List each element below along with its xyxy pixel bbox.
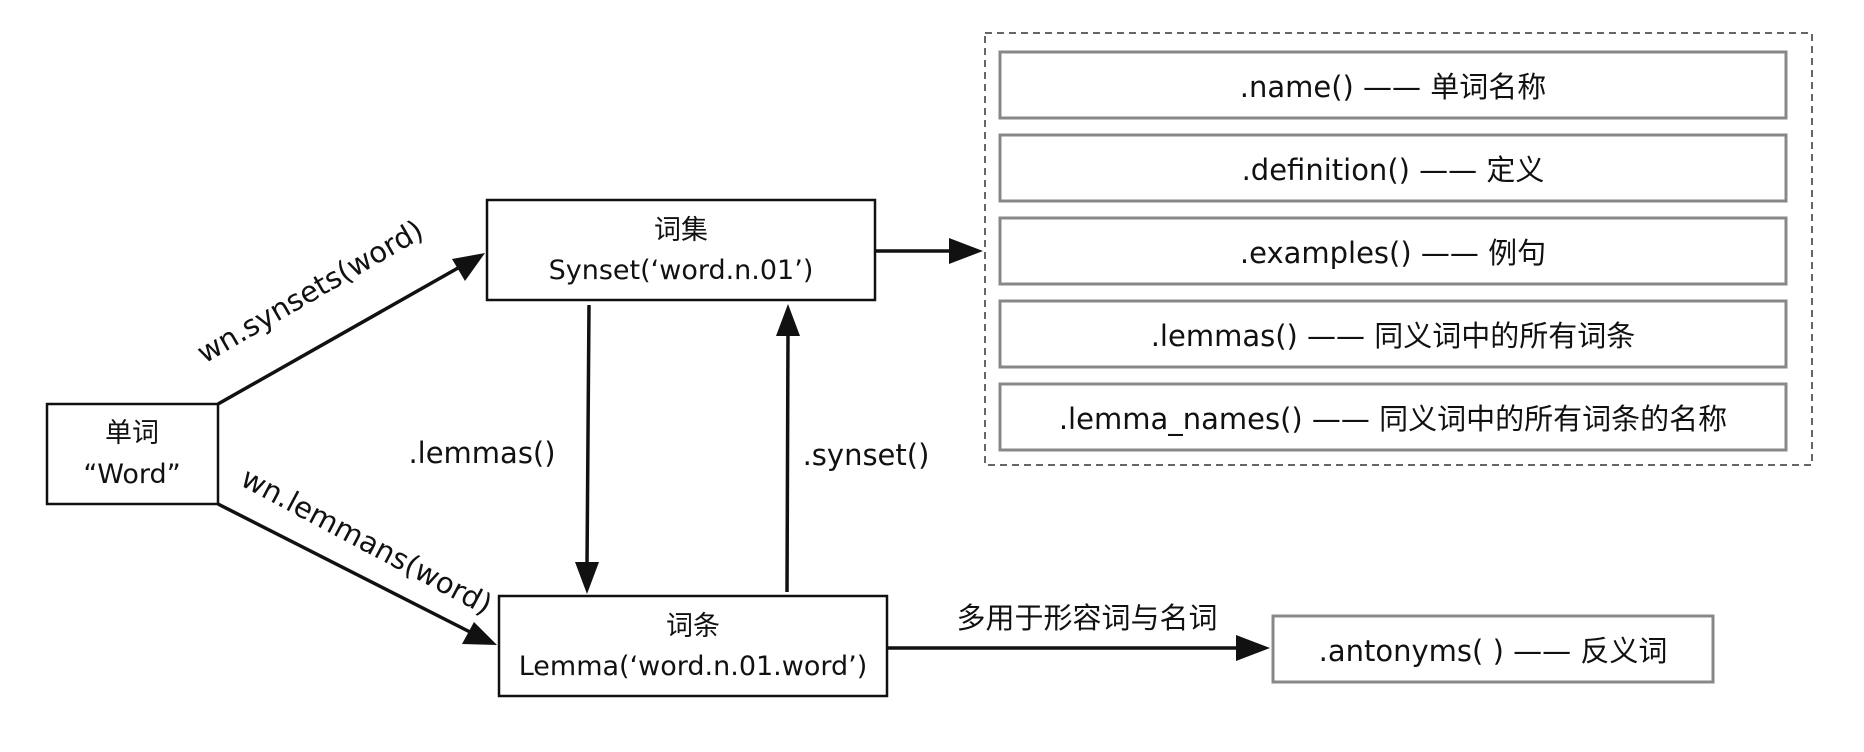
arrowhead-synset-to-lemma (575, 562, 599, 594)
word-node-value: “Word” (83, 459, 180, 490)
edge-label-wn-lemmans: wn.lemmans(word) (236, 461, 498, 622)
method-label-lemmas: .lemmas() —— 同义词中的所有词条 (1151, 319, 1636, 353)
arrowhead-word-to-lemma (462, 622, 497, 645)
method-box-definition: .definition() —— 定义 (998, 133, 1788, 203)
arrowhead-lemma-to-antonyms (1236, 635, 1270, 661)
method-label-name: .name() —— 单词名称 (1240, 70, 1547, 104)
method-box-lemmas: .lemmas() —— 同义词中的所有词条 (998, 299, 1788, 369)
edge-label-synset: .synset() (803, 438, 930, 472)
antonyms-label: .antonyms( ) —— 反义词 (1319, 634, 1668, 668)
synset-methods-container (984, 32, 1813, 466)
lemma-node: 词条 Lemma(‘word.n.01.word’) (497, 594, 889, 698)
arrow-word-to-lemma (217, 502, 471, 634)
word-node: 单词 “Word” (45, 402, 220, 506)
arrow-word-to-synset (217, 266, 459, 406)
lemma-node-title: 词条 (666, 611, 720, 642)
arrow-lemma-to-synset (785, 332, 790, 593)
arrowhead-word-to-synset (452, 253, 485, 281)
edge-label-wn-synsets: wn.synsets(word) (191, 213, 429, 370)
method-box-examples: .examples() —— 例句 (998, 216, 1788, 286)
arrowhead-lemma-to-synset (776, 304, 800, 336)
antonyms-node: .antonyms( ) —— 反义词 (1271, 614, 1715, 684)
method-box-name: .name() —— 单词名称 (998, 50, 1788, 120)
method-label-examples: .examples() —— 例句 (1240, 236, 1546, 270)
arrowhead-synset-to-methods (949, 238, 983, 264)
word-node-title: 单词 (105, 418, 159, 449)
synset-node-title: 词集 (654, 215, 708, 246)
synset-node: 词集 Synset(‘word.n.01’) (485, 198, 877, 302)
edge-label-lemmas: .lemmas() (408, 436, 555, 470)
arrow-synset-to-lemma (585, 304, 591, 566)
lemma-node-value: Lemma(‘word.n.01.word’) (519, 651, 868, 682)
edge-label-adjective-note: 多用于形容词与名词 (956, 601, 1217, 635)
method-box-lemma-names: .lemma_names() —— 同义词中的所有词条的名称 (998, 382, 1788, 452)
method-label-definition: .definition() —— 定义 (1242, 153, 1545, 187)
synset-node-value: Synset(‘word.n.01’) (549, 255, 814, 286)
method-label-lemma-names: .lemma_names() —— 同义词中的所有词条的名称 (1059, 402, 1727, 436)
